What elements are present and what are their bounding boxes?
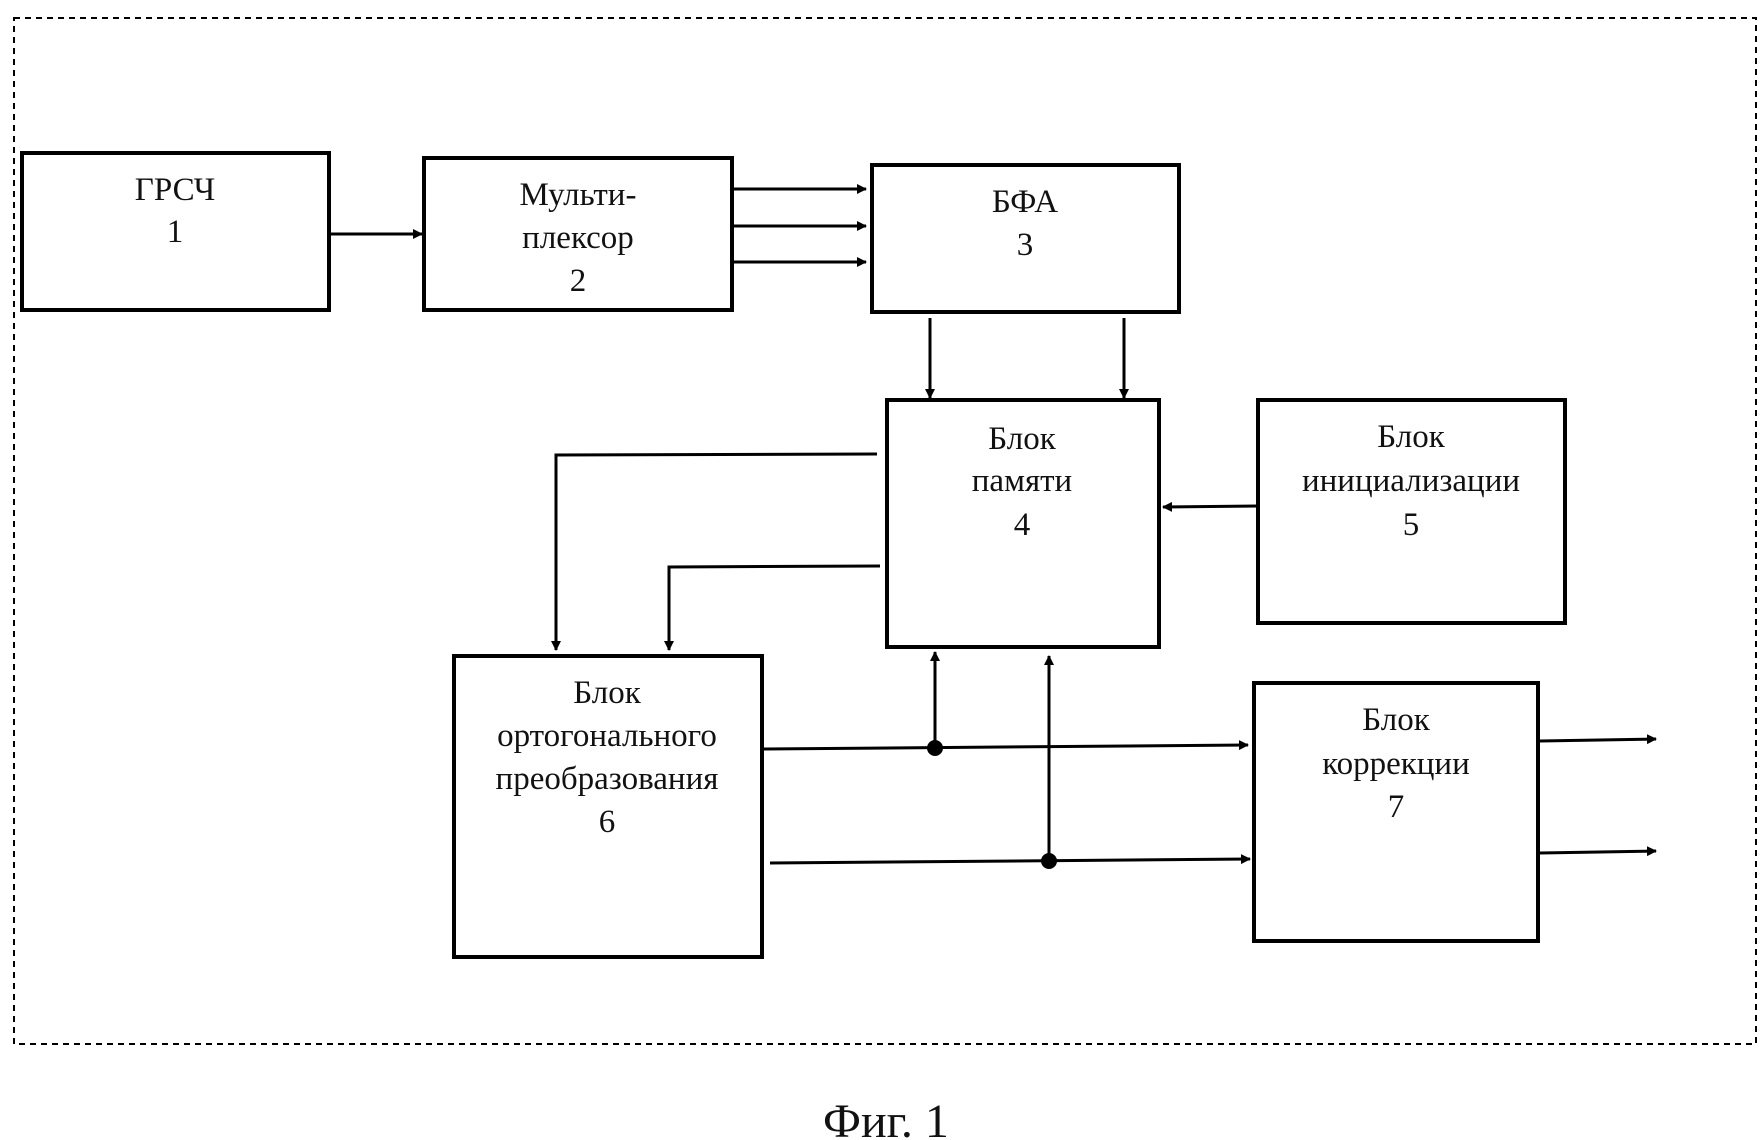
arrow-correction-output-2 [1539,846,1657,857]
arrow-correction-output-1 [1539,734,1657,745]
block-grsch: ГРСЧ 1 [20,151,331,312]
mux-title-line2: плексор [522,220,634,256]
memory-number: 4 [1014,507,1031,543]
init-title-line1: Блок [1377,419,1445,455]
block-multiplexer: Мульти- плексор 2 [422,156,734,312]
block-correction: Блок коррекции 7 [1252,681,1540,943]
grsch-number: 1 [167,214,184,250]
init-title-line2: инициализации [1302,463,1520,499]
init-number: 5 [1403,507,1420,543]
bfa-title: БФА [992,184,1058,220]
correction-number: 7 [1388,789,1405,825]
grsch-title: ГРСЧ [135,172,215,208]
ortho-title-line2: ортогонального [497,718,717,754]
device-boundary-frame [13,17,1757,1045]
junction-dot-2 [1041,853,1057,869]
mux-title-line1: Мульти- [520,177,637,213]
ortho-number: 6 [599,804,616,840]
correction-title-line2: коррекции [1322,746,1470,782]
bfa-number: 3 [1017,227,1034,263]
mux-number: 2 [570,263,587,299]
memory-title-line1: Блок [988,421,1056,457]
arrow-init-to-memory [1162,501,1259,512]
arrow-memory-to-ortho-2 [664,564,881,651]
block-orthogonal-transform: Блок ортогонального преобразования 6 [452,654,764,959]
ortho-title-line1: Блок [573,675,641,711]
block-initialization: Блок инициализации 5 [1256,398,1567,625]
block-memory: Блок памяти 4 [885,398,1161,649]
figure-caption: Фиг. 1 [823,1095,949,1140]
junction-dot-1 [927,740,943,756]
arrow-ortho-to-correction-2 [769,854,1251,865]
memory-title-line2: памяти [972,463,1072,499]
block-bfa: БФА 3 [870,163,1181,314]
ortho-title-line3: преобразования [496,761,719,797]
arrow-memory-to-ortho-1 [551,452,878,651]
arrow-ortho-to-correction-1 [763,740,1249,751]
correction-title-line1: Блок [1362,702,1430,738]
